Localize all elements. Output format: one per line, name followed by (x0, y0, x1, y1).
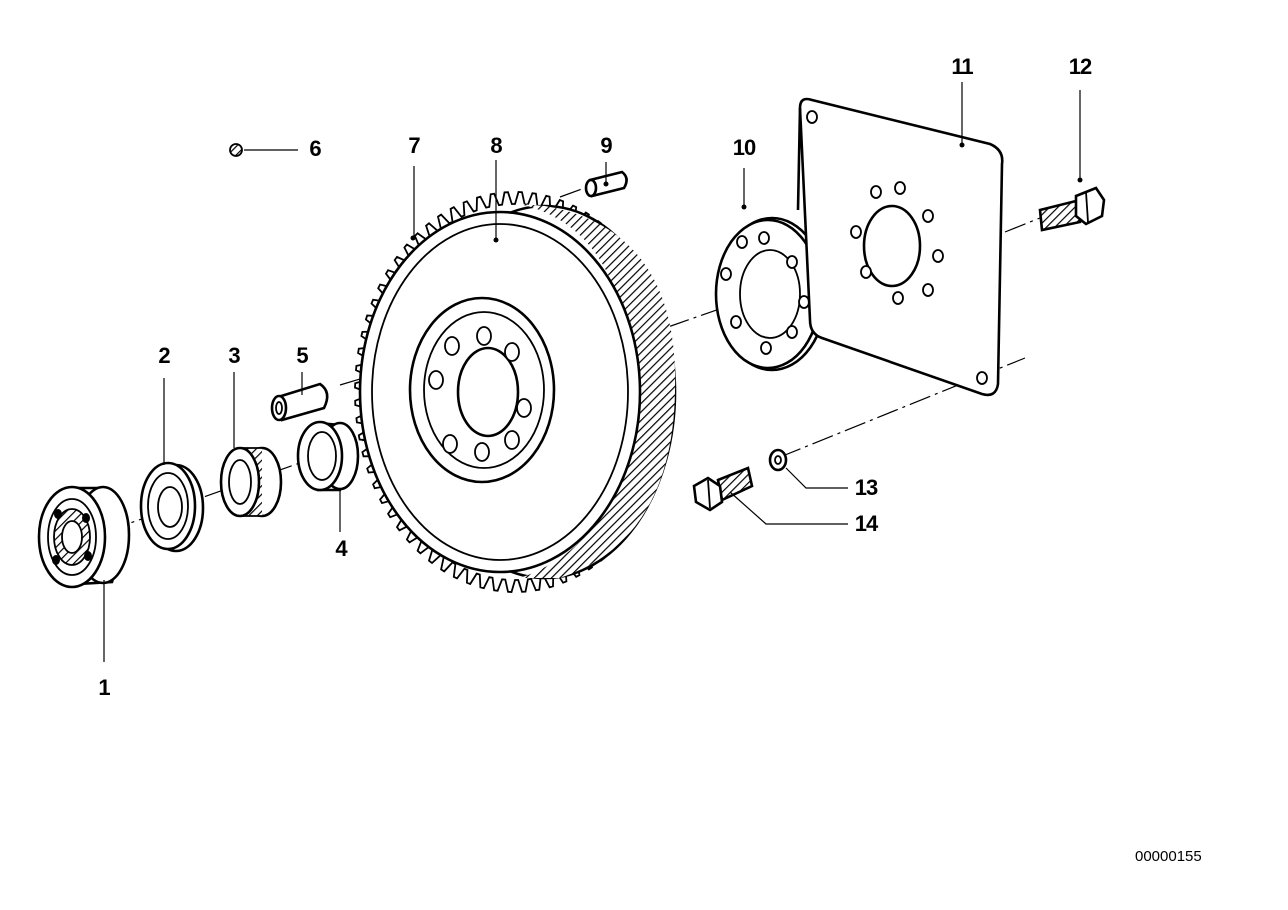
callout-14: 14 (854, 511, 879, 536)
callout-8: 8 (490, 133, 502, 158)
callout-13: 13 (854, 475, 879, 500)
part-11-cover-plate (796, 82, 1004, 397)
part-1-ball-bearing (37, 485, 131, 662)
part-13-washer (768, 448, 848, 489)
callout-7: 7 (408, 133, 420, 158)
part-3-needle-bearing (219, 372, 283, 518)
callout-6: 6 (309, 136, 321, 161)
part-12-hex-bolt (1038, 90, 1106, 232)
callout-9: 9 (600, 133, 612, 158)
part-4-spacer-sleeve (296, 420, 360, 532)
part-5-dowel-sleeve (270, 372, 329, 422)
part-2-sealing-ring (139, 378, 205, 553)
callout-2: 2 (158, 343, 170, 368)
callout-12: 12 (1068, 54, 1093, 79)
part-10-ring-plate (714, 168, 828, 372)
part-9-dowel-pin (584, 162, 628, 198)
callout-5: 5 (296, 343, 308, 368)
callout-1: 1 (98, 675, 110, 700)
callout-4: 4 (335, 536, 347, 561)
callout-10: 10 (732, 135, 757, 160)
part-6-ball (229, 143, 298, 157)
flywheel-bolt-holes (428, 326, 532, 462)
callout-11: 11 (951, 54, 973, 79)
document-number: 00000155 (1135, 848, 1202, 865)
part-14-hex-bolt (692, 466, 848, 525)
callout-3: 3 (228, 343, 240, 368)
part-7-8-flywheel (354, 160, 677, 593)
